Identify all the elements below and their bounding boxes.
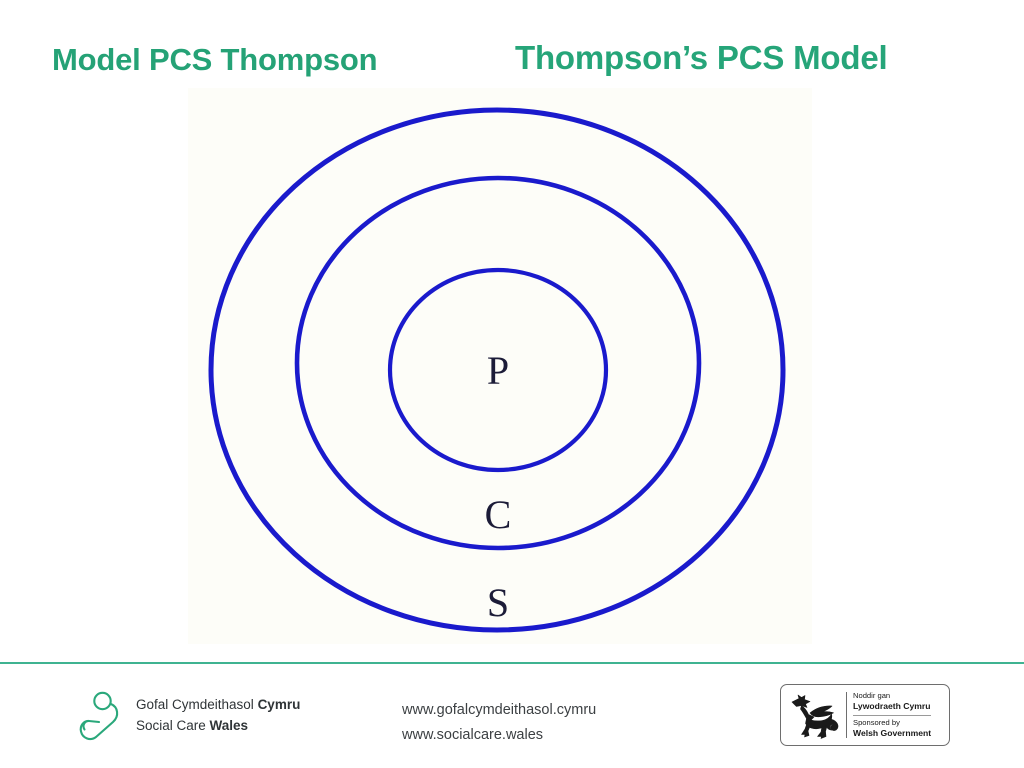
page-title-english: Thompson’s PCS Model — [515, 39, 888, 76]
pcs-model-diagram: P C S — [188, 88, 812, 644]
footer-urls: www.gofalcymdeithasol.cymru www.socialca… — [402, 698, 596, 749]
ring-label-structural: S — [487, 580, 509, 625]
logo-english-text: Social Care — [136, 718, 210, 733]
url-english[interactable]: www.socialcare.wales — [402, 727, 544, 744]
logo-welsh-text: Gofal Cymdeithasol — [136, 697, 258, 713]
ring-label-cultural: C — [485, 492, 512, 537]
url-welsh[interactable]: www.gofalcymdeithasol.cymru — [402, 702, 597, 718]
badge-line-sponsored: Sponsored by — [853, 718, 900, 727]
badge-line-lywodraeth: Lywodraeth Cymru — [853, 701, 931, 711]
social-care-wales-logo: Gofal Cymdeithasol Cymru Social Care Wal… — [78, 690, 300, 742]
badge-divider — [846, 692, 847, 738]
page-title-welsh: Model PCS Thompson — [52, 42, 378, 77]
logo-welsh-bold: Cymru — [257, 697, 301, 713]
ring-cultural — [294, 175, 702, 551]
ring-structural — [208, 107, 786, 633]
logo-english-bold: Wales — [209, 718, 249, 733]
badge-line-noddir: Noddir gan — [853, 691, 891, 701]
logo-line-welsh: Gofal Cymdeithasol Cymru — [136, 695, 300, 716]
welsh-government-badge: Noddir gan Lywodraeth Cymru Sponsored by… — [780, 684, 950, 746]
badge-line-welsh-government: Welsh Government — [853, 727, 932, 738]
ring-label-personal: P — [487, 348, 509, 393]
footer-divider — [0, 662, 1024, 664]
welsh-dragon-icon — [791, 694, 839, 739]
ring-personal — [387, 267, 609, 473]
social-care-wales-wordmark: Gofal Cymdeithasol Cymru Social Care Wal… — [136, 695, 300, 737]
logo-line-english: Social Care Wales — [136, 716, 300, 737]
welsh-government-badge-text: Noddir gan Lywodraeth Cymru Sponsored by… — [853, 691, 932, 738]
social-care-wales-person-icon — [79, 691, 119, 741]
badge-text-separator — [853, 714, 932, 716]
